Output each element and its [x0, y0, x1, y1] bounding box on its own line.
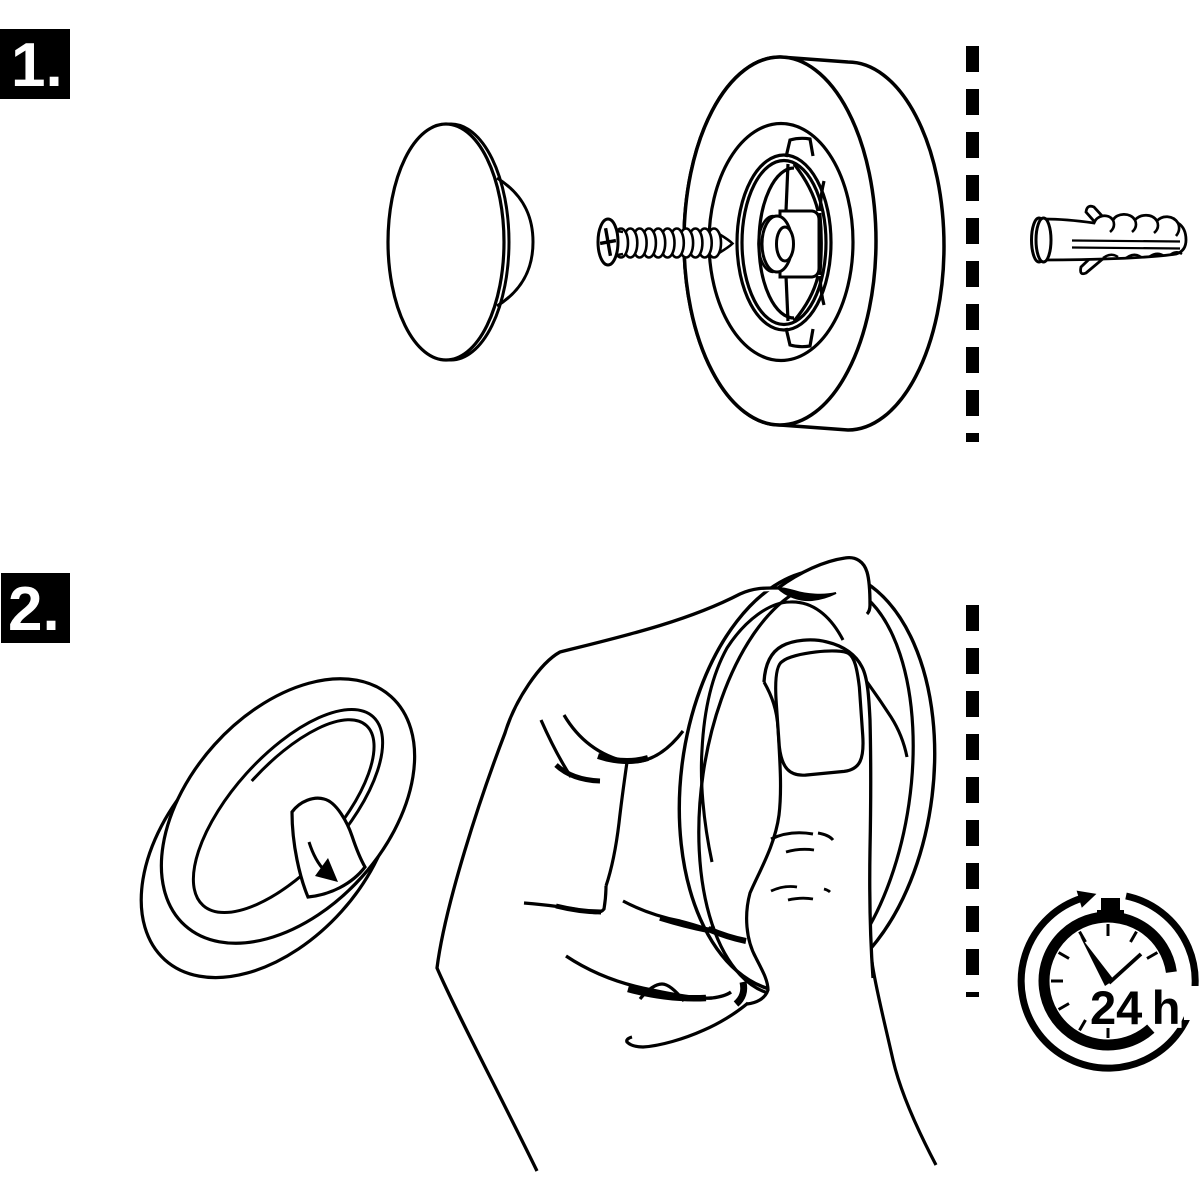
- svg-text:24 h: 24 h: [1090, 981, 1180, 1034]
- svg-text:2.: 2.: [8, 575, 60, 644]
- svg-text:1.: 1.: [11, 31, 63, 100]
